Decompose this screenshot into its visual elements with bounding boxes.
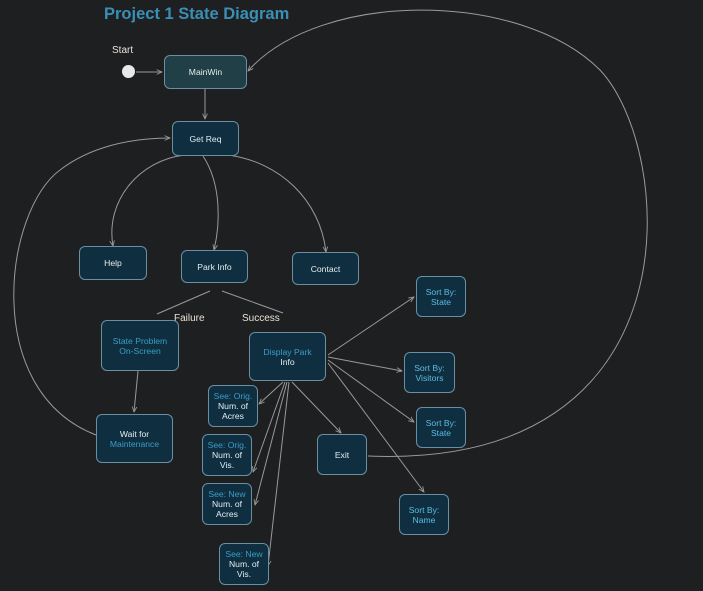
node-state-problem[interactable]: State Problem On-Screen: [101, 320, 179, 371]
node-see-new-vis-line2: Num. of: [228, 559, 260, 569]
node-wait-maintenance-line2: Maintenance: [109, 438, 160, 449]
node-contact-label: Contact: [310, 263, 341, 274]
node-display-park-info[interactable]: Display Park Info: [249, 332, 326, 381]
failure-label: Failure: [174, 313, 205, 324]
node-mainwin-label: MainWin: [188, 67, 223, 77]
edge-display-sortvisitors: [327, 356, 402, 371]
diagram-title: Project 1 State Diagram: [104, 5, 290, 23]
node-help[interactable]: Help: [79, 246, 147, 280]
node-see-orig-vis[interactable]: See: Orig. Num. of Vis.: [202, 434, 252, 476]
node-see-orig-vis-line2: Num. of: [211, 450, 243, 460]
node-sort-by-state-1-line2: State: [430, 296, 452, 307]
node-see-orig-vis-line3: Vis.: [219, 460, 235, 470]
node-contact[interactable]: Contact: [292, 252, 359, 285]
edge-wait-getreq: [13, 138, 170, 436]
node-see-new-acres-line3: Acres: [216, 509, 238, 519]
node-mainwin[interactable]: MainWin: [164, 55, 247, 89]
edge-parkinfo-success: [221, 290, 284, 314]
edge-display-sortstate1: [327, 297, 414, 356]
node-see-new-vis-line1: See: New: [225, 549, 263, 559]
edge-display-origacres: [259, 381, 284, 404]
edge-display-newacres: [255, 381, 288, 505]
node-park-info-label: Park Info: [197, 261, 232, 272]
edge-parkinfo-failure: [156, 290, 211, 315]
edge-getreq-parkinfo: [202, 155, 219, 250]
edge-exit-mainwin: [248, 9, 648, 457]
edge-display-sortstate2: [327, 359, 414, 422]
node-sort-by-state-2-line1: Sort By:: [425, 417, 457, 428]
node-see-orig-acres-line1: See: Orig.: [213, 391, 253, 401]
edge-display-origvis: [253, 381, 286, 472]
node-sort-by-state-2-line2: State: [430, 427, 452, 438]
node-display-park-info-line2: Info: [280, 356, 295, 367]
edge-display-exit: [291, 381, 341, 433]
node-see-new-vis-line3: Vis.: [236, 569, 252, 579]
edge-stateproblem-wait: [134, 370, 139, 412]
node-see-orig-acres[interactable]: See: Orig. Num. of Acres: [208, 385, 258, 427]
node-wait-maintenance-line1: Wait for: [119, 428, 150, 439]
edge-display-newvis: [268, 381, 290, 566]
node-see-orig-acres-line2: Num. of: [217, 401, 249, 411]
node-see-orig-acres-line3: Acres: [222, 411, 244, 421]
edge-display-sortname: [327, 362, 424, 492]
node-see-new-acres[interactable]: See: New Num. of Acres: [202, 483, 252, 525]
node-sort-by-state-1-line1: Sort By:: [425, 286, 457, 297]
start-state-dot[interactable]: [122, 65, 135, 78]
node-display-park-info-line1: Display Park: [263, 346, 312, 357]
node-see-new-acres-line2: Num. of: [211, 499, 243, 509]
node-sort-by-state-2[interactable]: Sort By: State: [416, 407, 466, 448]
node-get-req[interactable]: Get Req: [172, 121, 239, 156]
node-see-orig-vis-line1: See: Orig.: [207, 440, 247, 450]
node-sort-by-visitors[interactable]: Sort By: Visitors: [404, 352, 455, 393]
node-get-req-label: Get Req: [189, 133, 222, 144]
node-park-info[interactable]: Park Info: [181, 250, 248, 283]
node-see-new-acres-line1: See: New: [208, 489, 246, 499]
node-exit-label: Exit: [334, 449, 350, 460]
node-exit[interactable]: Exit: [317, 434, 367, 475]
node-sort-by-name-line2: Name: [412, 514, 436, 525]
edge-getreq-help: [112, 154, 186, 246]
node-sort-by-state-1[interactable]: Sort By: State: [416, 276, 466, 317]
success-label: Success: [242, 313, 280, 324]
node-state-problem-line1: State Problem: [112, 335, 168, 346]
node-state-problem-line2: On-Screen: [119, 345, 161, 356]
node-sort-by-name[interactable]: Sort By: Name: [399, 494, 449, 535]
node-sort-by-name-line1: Sort By:: [408, 504, 440, 515]
edge-getreq-contact: [227, 154, 326, 252]
node-see-new-vis[interactable]: See: New Num. of Vis.: [219, 543, 269, 585]
node-wait-maintenance[interactable]: Wait for Maintenance: [96, 414, 173, 463]
node-sort-by-visitors-line2: Visitors: [415, 372, 444, 383]
node-sort-by-visitors-line1: Sort By:: [414, 362, 445, 373]
start-label: Start: [112, 45, 134, 56]
node-help-label: Help: [104, 258, 122, 268]
